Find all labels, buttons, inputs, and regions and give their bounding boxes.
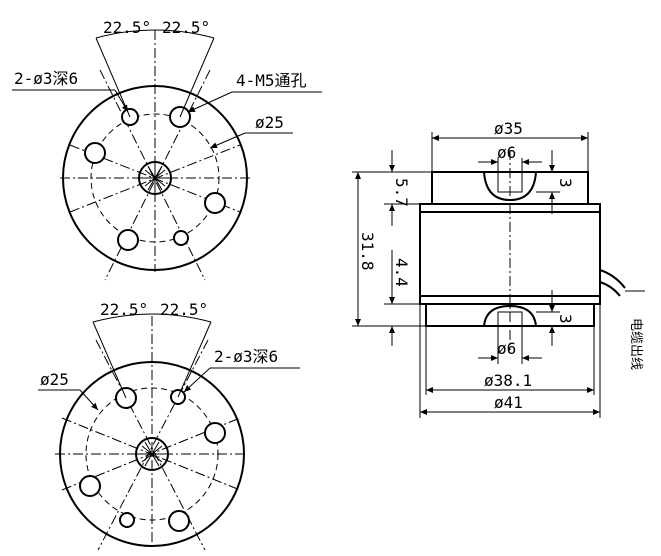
side-bottom-bore <box>483 304 537 327</box>
top-blind-hole-label: 2-ø3深6 <box>14 69 78 88</box>
dim-bottom-bore-depth: 3 <box>556 314 575 324</box>
top-diag-centerline-b <box>104 69 211 281</box>
bottom-view: 22.5° 22.5° 2-ø3深6 ø25 <box>38 300 300 551</box>
bottom-through-hole <box>168 510 190 532</box>
top-angle-right: 22.5° <box>162 18 210 37</box>
bottom-through-hole <box>204 422 226 444</box>
top-through-hole <box>117 229 139 251</box>
top-through-hole <box>204 192 226 214</box>
top-angle-left: 22.5° <box>103 18 151 37</box>
dim-base-diameter: ø41 <box>494 393 523 412</box>
top-diag-centerline-d <box>69 144 241 213</box>
cable-lower <box>599 281 621 297</box>
bottom-diag-centerline-a <box>95 339 206 551</box>
top-angle-arc <box>95 29 215 39</box>
dim-total-height: 31.8 <box>358 232 377 271</box>
dim-bottom-height: 4.4 <box>392 258 411 287</box>
bottom-angle-right: 22.5° <box>160 300 208 319</box>
top-blind-hole <box>173 230 189 246</box>
dim-body-diameter: ø38.1 <box>484 371 532 390</box>
top-diag-centerline-a <box>99 69 206 281</box>
top-pcd-label: ø25 <box>255 113 284 132</box>
top-through-hole-label: 4-M5通孔 <box>236 71 307 90</box>
top-view: 22.5° 22.5° 2-ø3深6 4-M5通孔 ø25 <box>12 18 322 281</box>
side-view: 电缆出线 ø35 ø6 3 5.7 31.8 4.4 <box>352 119 645 418</box>
dim-bottom-bore: ø6 <box>497 339 516 358</box>
bottom-angle-arc <box>92 313 212 323</box>
dim-top-diameter: ø35 <box>494 119 523 138</box>
bottom-angle-left: 22.5° <box>100 300 148 319</box>
bottom-diag-centerline-b <box>97 339 209 551</box>
top-through-hole <box>84 142 106 164</box>
bottom-through-hole <box>79 475 101 497</box>
dim-top-bore: ø6 <box>497 143 516 162</box>
bottom-blind-hole <box>119 512 135 528</box>
bottom-pcd-label: ø25 <box>40 370 69 389</box>
cable-upper <box>599 269 626 289</box>
cable-label: 电缆出线 <box>628 318 644 370</box>
dim-top-height: 5.7 <box>392 178 411 207</box>
bottom-blind-hole-label: 2-ø3深6 <box>214 347 278 366</box>
dim-top-bore-depth: 3 <box>556 178 575 188</box>
